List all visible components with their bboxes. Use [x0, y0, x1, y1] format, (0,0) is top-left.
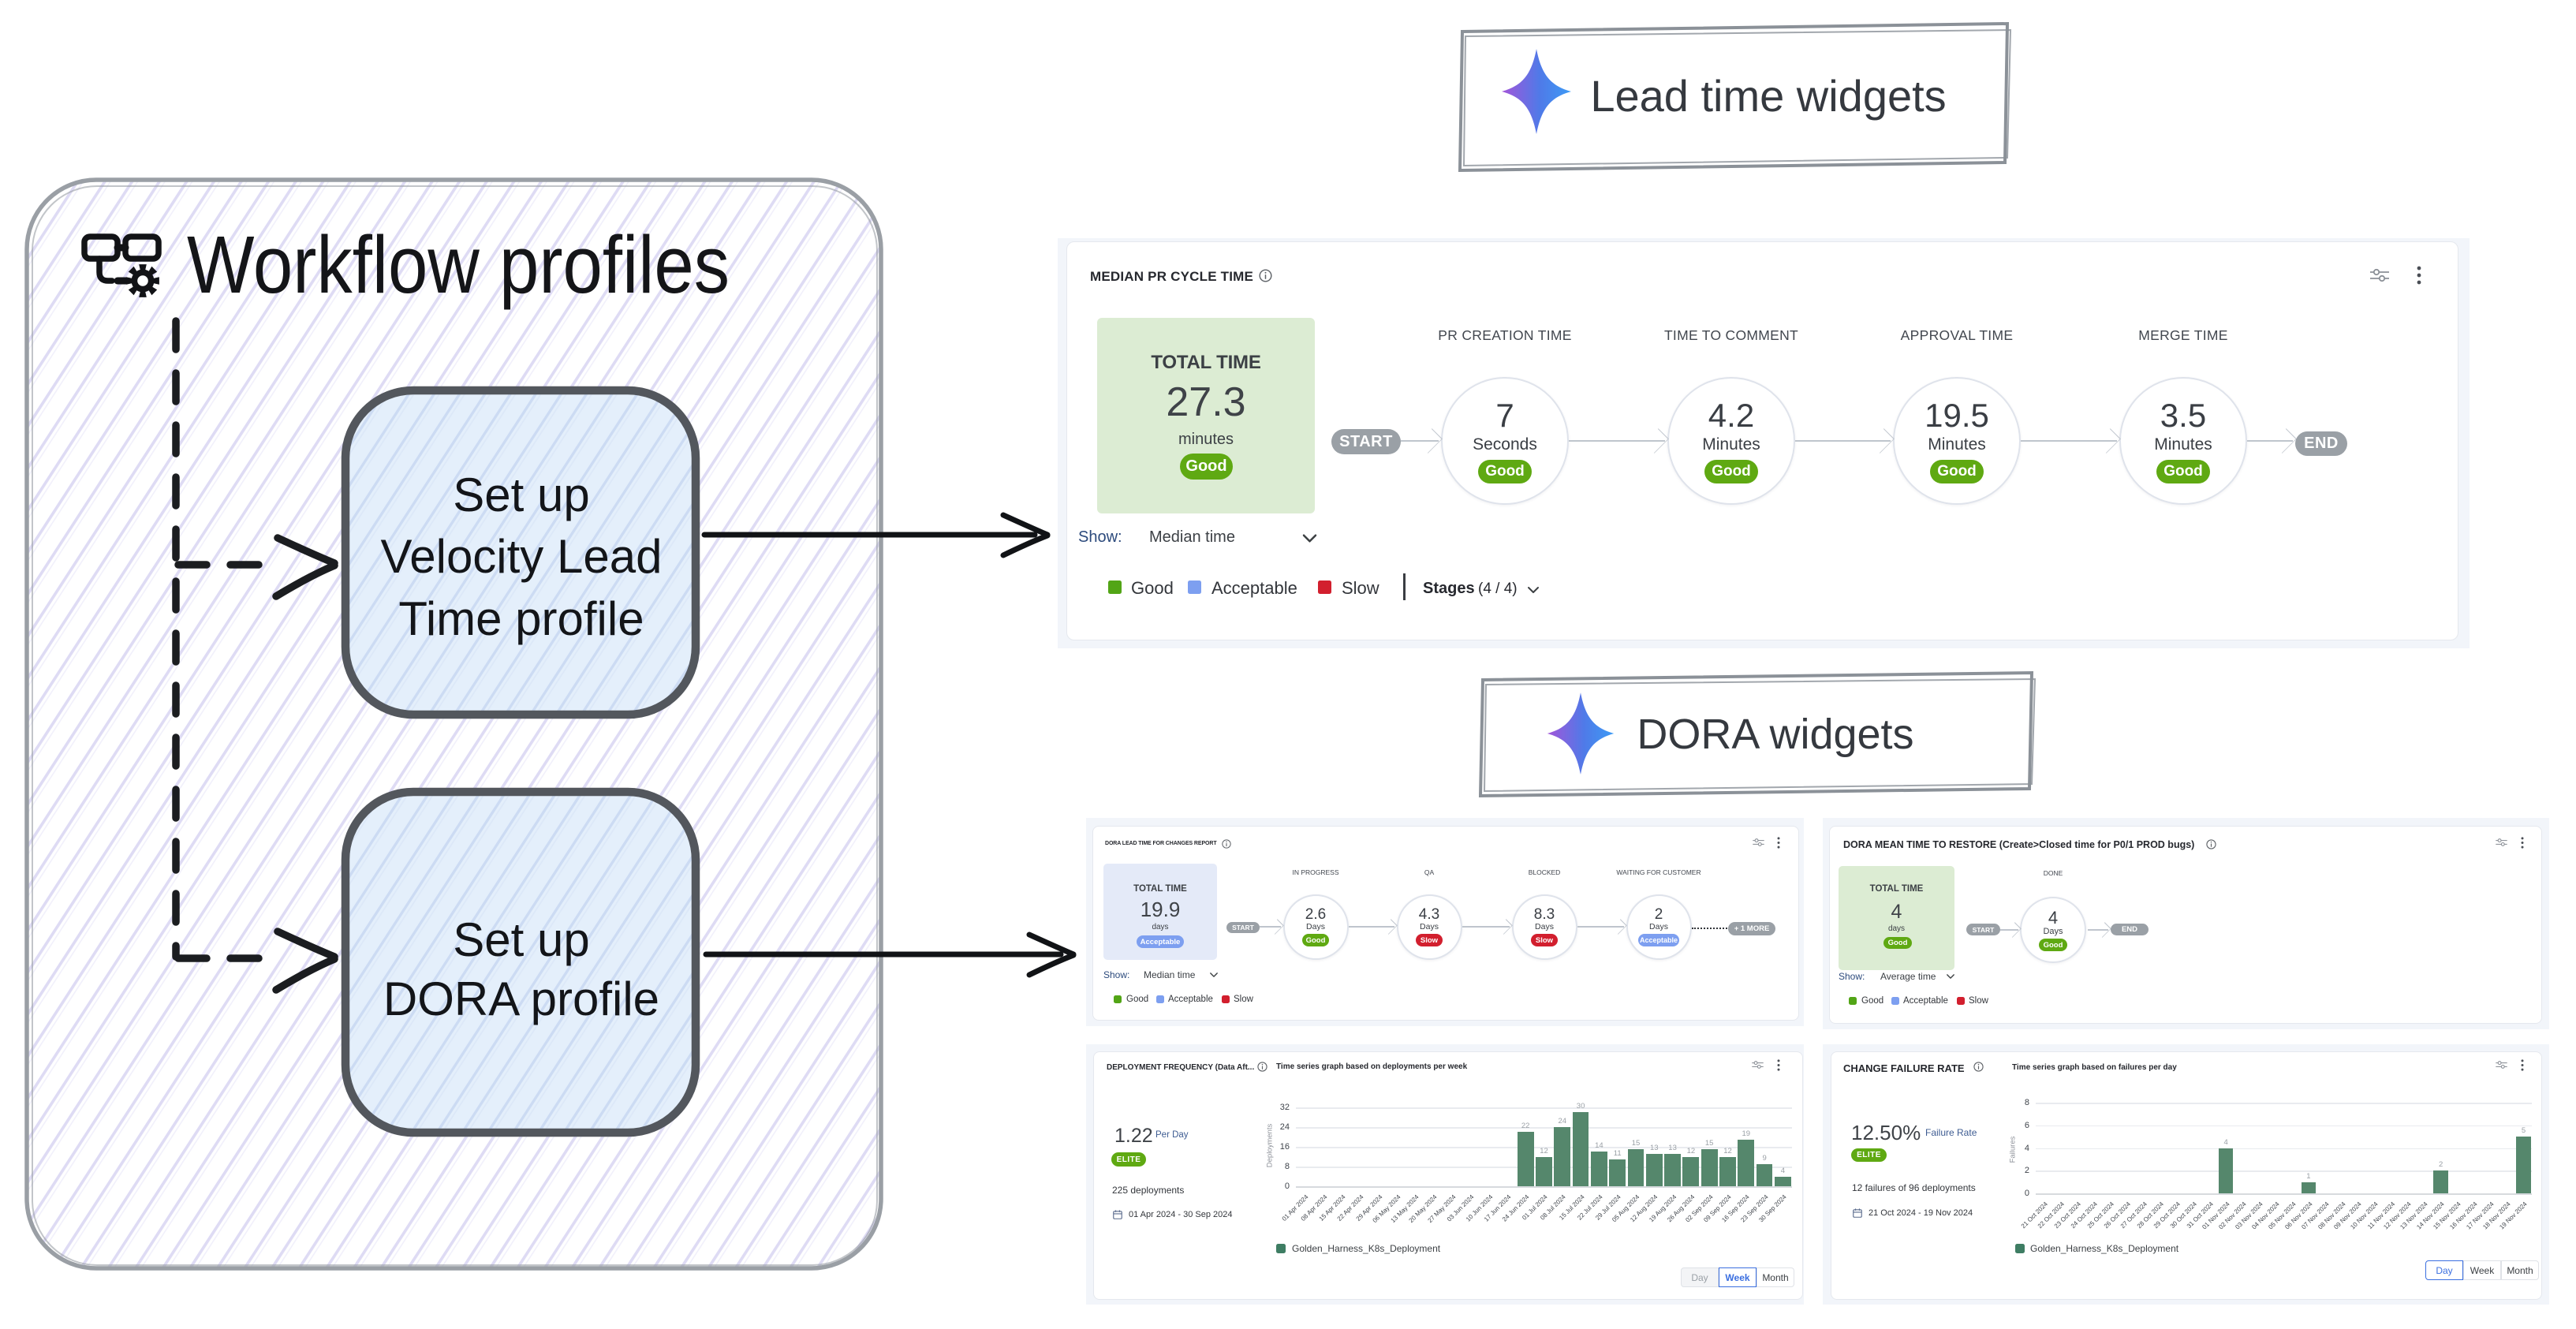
svg-text:Velocity Lead: Velocity Lead — [381, 530, 663, 583]
svg-text:DORA widgets: DORA widgets — [1637, 711, 1913, 758]
svg-text:Workflow profiles: Workflow profiles — [187, 219, 730, 310]
svg-text:Set up: Set up — [453, 469, 589, 521]
svg-text:Set up: Set up — [453, 913, 589, 966]
svg-text:DORA profile: DORA profile — [383, 972, 659, 1025]
svg-text:Lead time widgets: Lead time widgets — [1590, 71, 1946, 121]
svg-text:Time profile: Time profile — [398, 592, 644, 645]
